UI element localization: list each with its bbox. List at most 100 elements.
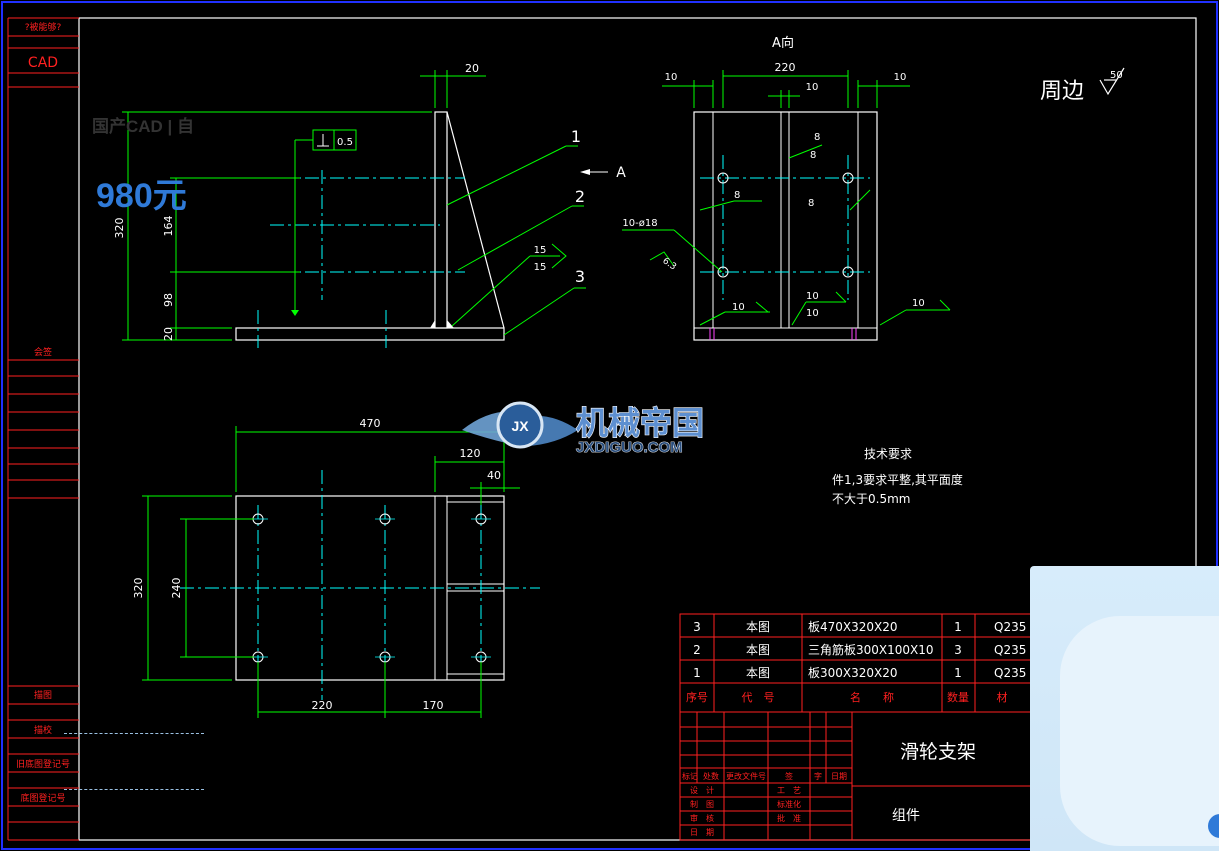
dim-front-320: 320 <box>113 218 126 239</box>
dim-plan-40: 40 <box>487 469 501 482</box>
ad-price: 980元 <box>96 177 187 215</box>
flatness-value: 0.5 <box>337 137 353 148</box>
watermark-badge: JX <box>511 418 529 434</box>
plan-view <box>142 426 540 718</box>
bom-row-2-mat: Q235 <box>994 643 1026 657</box>
strip-countersign-label: 会签 <box>34 346 52 358</box>
strip-cad-label: CAD <box>28 55 58 71</box>
bom-header-qty: 数量 <box>947 691 969 704</box>
strip-label-check: 描校 <box>34 724 52 736</box>
ad-divider-top <box>64 733 204 734</box>
side-view <box>622 70 951 341</box>
rev-h-sign: 签 <box>785 771 793 781</box>
bom-header-no: 序号 <box>686 690 708 704</box>
dim-plan-240: 240 <box>170 578 183 599</box>
role-standard: 标准化 <box>777 799 801 809</box>
ad-card[interactable] <box>1030 566 1219 851</box>
section-a-label: A向 <box>772 35 794 51</box>
strip-label-reg: 底图登记号 <box>20 792 65 804</box>
bom-row-3-name: 板300X320X20 <box>808 666 898 680</box>
dim-front-98: 98 <box>162 293 175 307</box>
balloon-2: 2 <box>575 187 585 206</box>
ad-title: 国产CAD | 自 <box>92 117 195 136</box>
bom-row-2-no: 2 <box>693 643 701 657</box>
bom-row-1-qty: 1 <box>954 620 962 634</box>
rev-h-date: 日期 <box>831 772 847 781</box>
role-process: 工 艺 <box>777 786 801 795</box>
strip-label-trace: 描图 <box>34 689 52 701</box>
role-approve: 批 准 <box>777 813 801 823</box>
bom-row-2-name: 三角筋板300X100X10 <box>808 642 934 657</box>
weld-label-3: 8 <box>734 190 740 201</box>
rev-h-char: 字 <box>814 771 822 781</box>
dim-side-10-left: 10 <box>665 72 678 83</box>
weld-label-4: 8 <box>808 198 814 209</box>
roughness-symbol <box>1099 67 1125 96</box>
weld-size-bottom: 15 <box>534 262 547 273</box>
drawing-type: 组件 <box>892 808 920 824</box>
hole-roughness: 6.3 <box>660 256 677 272</box>
weld-label-8: 10 <box>912 298 925 309</box>
roughness-note: 周边 <box>1040 79 1084 104</box>
bom-row-3-no: 1 <box>693 666 701 680</box>
strip-label-old-reg: 旧底图登记号 <box>16 758 70 770</box>
dim-front-20: 20 <box>465 62 479 75</box>
weld-label-7: 10 <box>806 308 819 319</box>
dim-front-164: 164 <box>162 216 175 237</box>
dim-plan-470: 470 <box>360 417 381 430</box>
role-design: 设 计 <box>690 785 714 795</box>
rev-h-mark: 标记 <box>682 771 698 781</box>
bom-header-mat: 材 <box>997 690 1008 704</box>
strip-top-label: ?被能够? <box>25 21 62 33</box>
balloon-1: 1 <box>571 127 581 146</box>
front-view <box>122 70 608 348</box>
ad-card-inner <box>1060 616 1219 846</box>
weld-label-6: 10 <box>806 291 819 302</box>
ad-action-icon[interactable] <box>1208 814 1219 838</box>
bom-row-3-qty: 1 <box>954 666 962 680</box>
bom-row-3-mat: Q235 <box>994 666 1026 680</box>
watermark-cn: 机械帝国 <box>576 404 704 442</box>
balloon-3: 3 <box>575 267 585 286</box>
bom-row-1-no: 3 <box>693 620 701 634</box>
weld-label-2: 8 <box>810 150 816 161</box>
dim-plan-220: 220 <box>312 699 333 712</box>
bom-header-code: 代 号 <box>742 691 775 704</box>
role-review: 审 核 <box>690 813 714 823</box>
bom-row-1-name: 板470X320X20 <box>808 620 898 634</box>
weld-label-1: 8 <box>814 132 820 143</box>
watermark-en: JXDIGUO.COM <box>576 439 683 456</box>
dim-plan-120: 120 <box>460 447 481 460</box>
bom-row-2-qty: 3 <box>954 643 962 657</box>
watermark-logo: JX <box>462 401 578 449</box>
role-date: 日 期 <box>690 828 714 837</box>
bom-row-1-code: 本图 <box>746 620 770 634</box>
dim-front-20b: 20 <box>162 327 175 341</box>
hole-note: 10-ø18 <box>622 218 657 229</box>
bom-row-2-code: 本图 <box>746 643 770 657</box>
dim-side-220: 220 <box>775 61 796 74</box>
bom-row-1-mat: Q235 <box>994 620 1026 634</box>
drawing-frame <box>78 17 1197 841</box>
tech-title: 技术要求 <box>864 447 912 461</box>
weld-label-5: 10 <box>732 302 745 313</box>
drawing-name: 滑轮支架 <box>900 741 976 763</box>
left-strip <box>7 17 79 841</box>
view-arrow-label: A <box>616 165 626 181</box>
dim-side-10-mid: 10 <box>806 82 819 93</box>
role-draw: 制 图 <box>690 799 714 809</box>
ad-divider-bottom <box>64 789 204 790</box>
tech-line-1: 件1,3要求平整,其平面度 <box>832 472 963 487</box>
rev-h-doc: 更改文件号 <box>726 771 766 781</box>
bom-row-3-code: 本图 <box>746 666 770 680</box>
tech-line-2: 不大于0.5mm <box>832 492 910 506</box>
rev-h-count: 处数 <box>703 771 719 781</box>
bom-header-name: 名 称 <box>850 690 894 704</box>
dim-plan-170: 170 <box>423 699 444 712</box>
roughness-value: 50 <box>1110 70 1123 81</box>
dim-plan-320: 320 <box>132 578 145 599</box>
dim-side-10-right: 10 <box>894 72 907 83</box>
